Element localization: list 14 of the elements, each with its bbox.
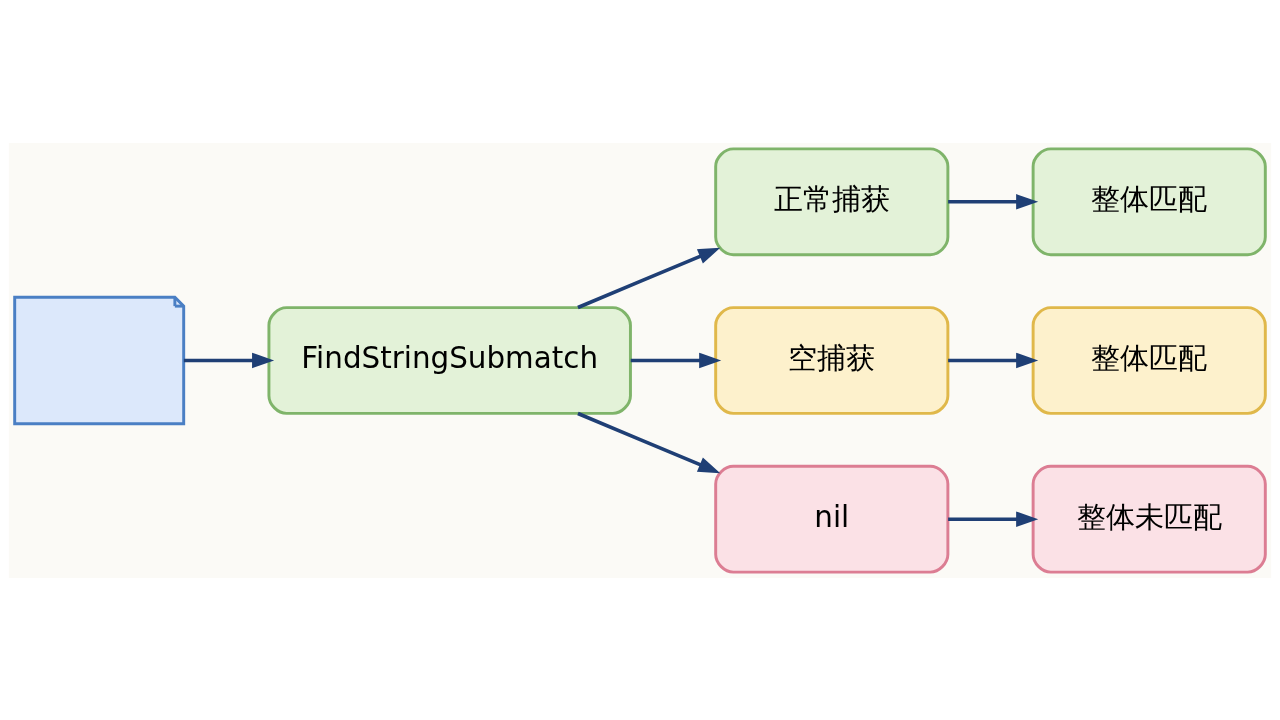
arrow xyxy=(577,411,721,473)
node-box: 整体匹配 xyxy=(1031,146,1267,256)
arrow xyxy=(630,352,722,368)
node-box: 整体匹配 xyxy=(1031,305,1267,415)
arrow xyxy=(577,247,721,309)
arrow xyxy=(948,352,1039,368)
node-box: 空捕获 xyxy=(714,305,950,415)
arrow xyxy=(948,193,1039,209)
arrow xyxy=(183,352,275,368)
node-box: nil xyxy=(714,464,950,574)
node-box: 整体未匹配 xyxy=(1031,464,1267,574)
node-box: FindStringSubmatch xyxy=(267,305,632,415)
node-box: 正常捕获 xyxy=(714,146,950,256)
arrow xyxy=(948,511,1039,527)
